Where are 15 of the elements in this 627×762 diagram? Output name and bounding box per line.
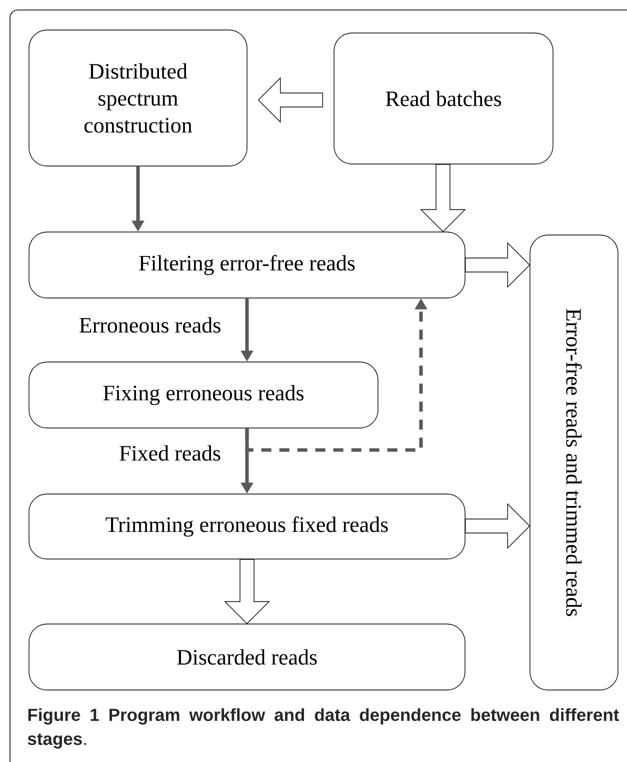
edge-label: Erroneous reads — [79, 317, 220, 333]
block-arrow — [420, 164, 466, 232]
process-box: Error-free reads and trimmed reads — [530, 234, 618, 690]
process-box: Fixing erroneous reads — [28, 362, 378, 428]
process-box: Discarded reads — [28, 624, 466, 690]
block-arrow — [258, 77, 323, 123]
caption: Figure 1 Program workflow and data dependence between different stages. — [28, 708, 619, 749]
edge-label: Fixed reads — [120, 445, 220, 461]
process-box: Distributed spectrum construction — [28, 30, 248, 166]
block-arrow — [465, 503, 530, 549]
process-box: Filtering error-free reads — [28, 232, 466, 298]
process-box: Trimming erroneous fixed reads — [28, 494, 466, 560]
process-box: Read batches — [334, 32, 554, 164]
block-arrow — [465, 242, 530, 288]
block-arrow — [224, 559, 270, 624]
